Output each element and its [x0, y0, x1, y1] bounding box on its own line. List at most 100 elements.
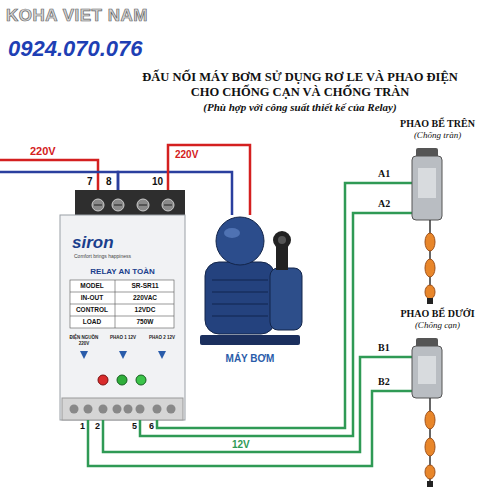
relay-module-picture: [70, 292, 174, 293]
watermark: KOHA VIET NAM: [6, 6, 148, 26]
float-switch-picture: [395, 338, 442, 487]
relay-module-picture: [70, 280, 174, 328]
relay-module-picture: [114, 204, 122, 205]
phone-number: 0924.070.076: [8, 36, 143, 62]
brand-slogan: Comfort brings happiness: [74, 253, 131, 259]
float-switch-picture: [425, 465, 435, 479]
relay-module-picture: [162, 199, 174, 211]
water-pump-picture: [200, 335, 300, 345]
water-pump-picture: [212, 315, 268, 317]
component-name: PHAO BỂ DƯỚI: [400, 308, 474, 320]
float-switch-picture: [395, 148, 442, 304]
relay-module-picture: [124, 405, 133, 414]
water-pump-picture: [205, 262, 275, 334]
water-pump-picture: [200, 217, 302, 345]
float-switch-picture: [425, 285, 435, 299]
mains-input-wire: [0, 160, 118, 190]
spec-cell: 750W: [116, 316, 174, 328]
terminal-number: 5: [132, 421, 137, 431]
relay-module-picture: [94, 204, 102, 205]
float-switch-picture: [425, 411, 435, 429]
voltage-label: 220V: [173, 149, 200, 160]
spec-cell: 12VDC: [116, 304, 174, 316]
diagram-title: ĐẤU NỐI MÁY BƠM SỬ DỤNG RƠ LE VÀ PHAO ĐI…: [139, 70, 461, 100]
float-switch-picture: [427, 298, 433, 304]
wire-connector: [103, 357, 395, 452]
relay-module-picture: [60, 215, 185, 420]
relay-module-picture: [80, 351, 88, 359]
relay-module-picture: [158, 351, 166, 359]
port-label: PHAO 2 12V: [146, 335, 178, 341]
wire-connector: [168, 145, 250, 215]
float-switch-picture: [412, 346, 442, 398]
float-switch: PHAO BỂ DƯỚI(Chống cạn): [395, 308, 480, 493]
pin-name: A1: [378, 168, 390, 180]
wire-connector: [88, 391, 395, 466]
spec-cell: SR-SR11: [116, 280, 174, 292]
water-pump-picture: [224, 228, 240, 238]
terminal-number: 7: [87, 176, 93, 188]
terminal-number: 8: [106, 176, 112, 188]
relay-module-picture: [136, 405, 145, 414]
pin-name: B2: [378, 376, 390, 388]
relay-module: sironComfort brings happinessRELAY AN TO…: [60, 190, 185, 420]
relay-module-picture: [92, 199, 104, 211]
component-name: MÁY BƠM: [195, 352, 305, 365]
relay-module-picture: [70, 304, 174, 305]
relay-module-picture: [139, 204, 147, 205]
float-switch-picture: [395, 390, 412, 393]
water-pump-picture: [212, 303, 268, 305]
spec-cell: LOAD: [70, 316, 114, 328]
relay-module-picture: [153, 405, 162, 414]
water-pump: MÁY BƠM: [195, 215, 305, 370]
water-pump-picture: [212, 291, 268, 293]
relay-module-picture: [115, 280, 116, 328]
water-pump-picture: [212, 279, 268, 281]
relay-module-picture: [136, 375, 146, 385]
water-pump-picture: [216, 217, 264, 265]
component-note: (Chống tràn): [414, 130, 461, 141]
float-switch-picture: [418, 168, 436, 198]
terminal-number: 10: [152, 176, 163, 188]
relay-module-picture: [167, 405, 176, 414]
relay-module-picture: [112, 199, 124, 211]
relay-module-picture: [70, 405, 79, 414]
float-switch-picture: [395, 182, 412, 185]
float-switch-picture: [395, 212, 412, 215]
terminal-number: 1: [80, 421, 85, 431]
relay-module-picture: [113, 405, 122, 414]
subtitle-note: (Phù hợp với công suất thiết kế của Rela…: [115, 101, 485, 113]
relay-module-picture: [98, 375, 108, 385]
mains-input-wire: [0, 160, 98, 190]
relay-module-picture: [60, 190, 185, 420]
float-switch-picture: [425, 259, 435, 277]
water-pump-picture: [270, 268, 302, 330]
water-pump-picture: [273, 231, 291, 249]
spec-cell: 220VAC: [116, 292, 174, 304]
component-note: (Chống cạn): [415, 320, 460, 331]
float-switch: PHAO BỂ TRÊN(Chống tràn): [395, 118, 480, 305]
float-switch-picture: [425, 233, 435, 251]
terminal-number: 2: [95, 421, 100, 431]
float-switch-picture: [418, 356, 436, 384]
relay-module-picture: [84, 405, 93, 414]
relay-module-picture: [62, 398, 183, 420]
wire-connector: [118, 172, 232, 215]
device-name: RELAY AN TOÀN: [60, 267, 185, 277]
brand-logo: siron: [72, 234, 114, 252]
spec-cell: IN-OUT: [70, 292, 114, 304]
float-switch-picture: [425, 438, 435, 456]
spec-cell: CONTROL: [70, 304, 114, 316]
pin-name: A2: [378, 198, 390, 210]
relay-module-picture: [70, 316, 174, 317]
voltage-label: 12V: [230, 439, 252, 450]
float-switch-picture: [427, 481, 433, 487]
float-switch-picture: [412, 156, 442, 220]
mains-input-wire: [0, 172, 118, 190]
relay-module-picture: [119, 351, 127, 359]
water-pump-picture: [278, 236, 286, 244]
wire-connector: [140, 213, 395, 436]
terminal-number: 6: [149, 421, 154, 431]
spec-cell: MODEL: [70, 280, 114, 292]
